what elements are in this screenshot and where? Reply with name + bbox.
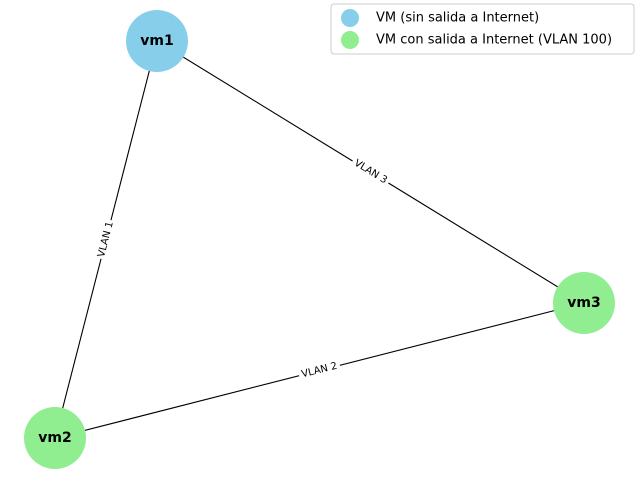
node-vm1-label: vm1 (140, 33, 173, 49)
node-vm1[interactable]: vm1 (126, 10, 188, 72)
legend-label-no-internet: VM (sin salida a Internet) (376, 11, 539, 26)
node-vm3-circle[interactable] (553, 272, 615, 334)
legend-label-internet: VM con salida a Internet (VLAN 100) (376, 33, 612, 48)
node-vm2[interactable]: vm2 (24, 407, 86, 469)
legend-item-no-internet: VM (sin salida a Internet) (341, 9, 539, 27)
node-vm2-circle[interactable] (24, 407, 86, 469)
node-vm3[interactable]: vm3 (553, 272, 615, 334)
edge-label-background (348, 155, 393, 189)
legend-item-internet: VM con salida a Internet (VLAN 100) (341, 31, 612, 49)
edge-label-background (94, 218, 118, 261)
edge-vm2-vm3: VLAN 2 (54, 302, 585, 439)
edge-label-background (297, 358, 342, 383)
node-vm2-label: vm2 (38, 430, 71, 446)
node-vm3-label: vm3 (567, 295, 600, 311)
edge-vm1-vm2: VLAN 1 (54, 40, 158, 439)
legend: VM (sin salida a Internet) VM con salida… (330, 3, 635, 55)
legend-swatch-internet (341, 31, 359, 49)
node-vm1-circle[interactable] (126, 10, 188, 72)
legend-swatch-no-internet (341, 9, 359, 27)
edge-vm1-vm3: VLAN 3 (156, 40, 585, 304)
legend-frame (330, 3, 635, 55)
